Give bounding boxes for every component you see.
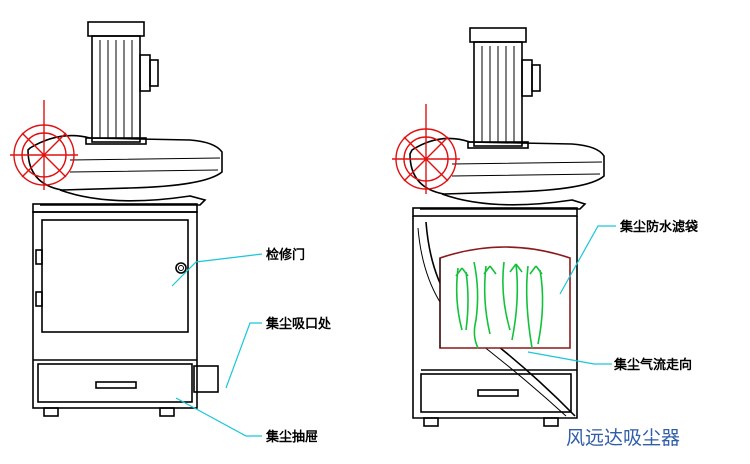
leader-lines <box>171 225 616 437</box>
right-machine <box>392 27 605 427</box>
right-motor <box>467 27 541 149</box>
label-airflow-direction: 集尘气流走向 <box>613 357 692 373</box>
label-waterproof-bag: 集尘防水滤袋 <box>619 219 699 235</box>
brand-label: 风远达吸尘器 <box>566 427 680 449</box>
left-fan-housing <box>10 100 223 206</box>
left-cabinet <box>32 203 219 417</box>
right-fan-housing <box>392 104 605 210</box>
label-access-door: 检修门 <box>266 247 305 263</box>
airflow-arrows <box>455 261 544 349</box>
left-machine <box>10 21 223 417</box>
right-cabinet-cutaway <box>412 207 578 427</box>
label-dust-drawer: 集尘抽屉 <box>265 429 318 445</box>
label-dust-inlet: 集尘吸口处 <box>265 316 332 332</box>
left-motor <box>85 21 159 145</box>
